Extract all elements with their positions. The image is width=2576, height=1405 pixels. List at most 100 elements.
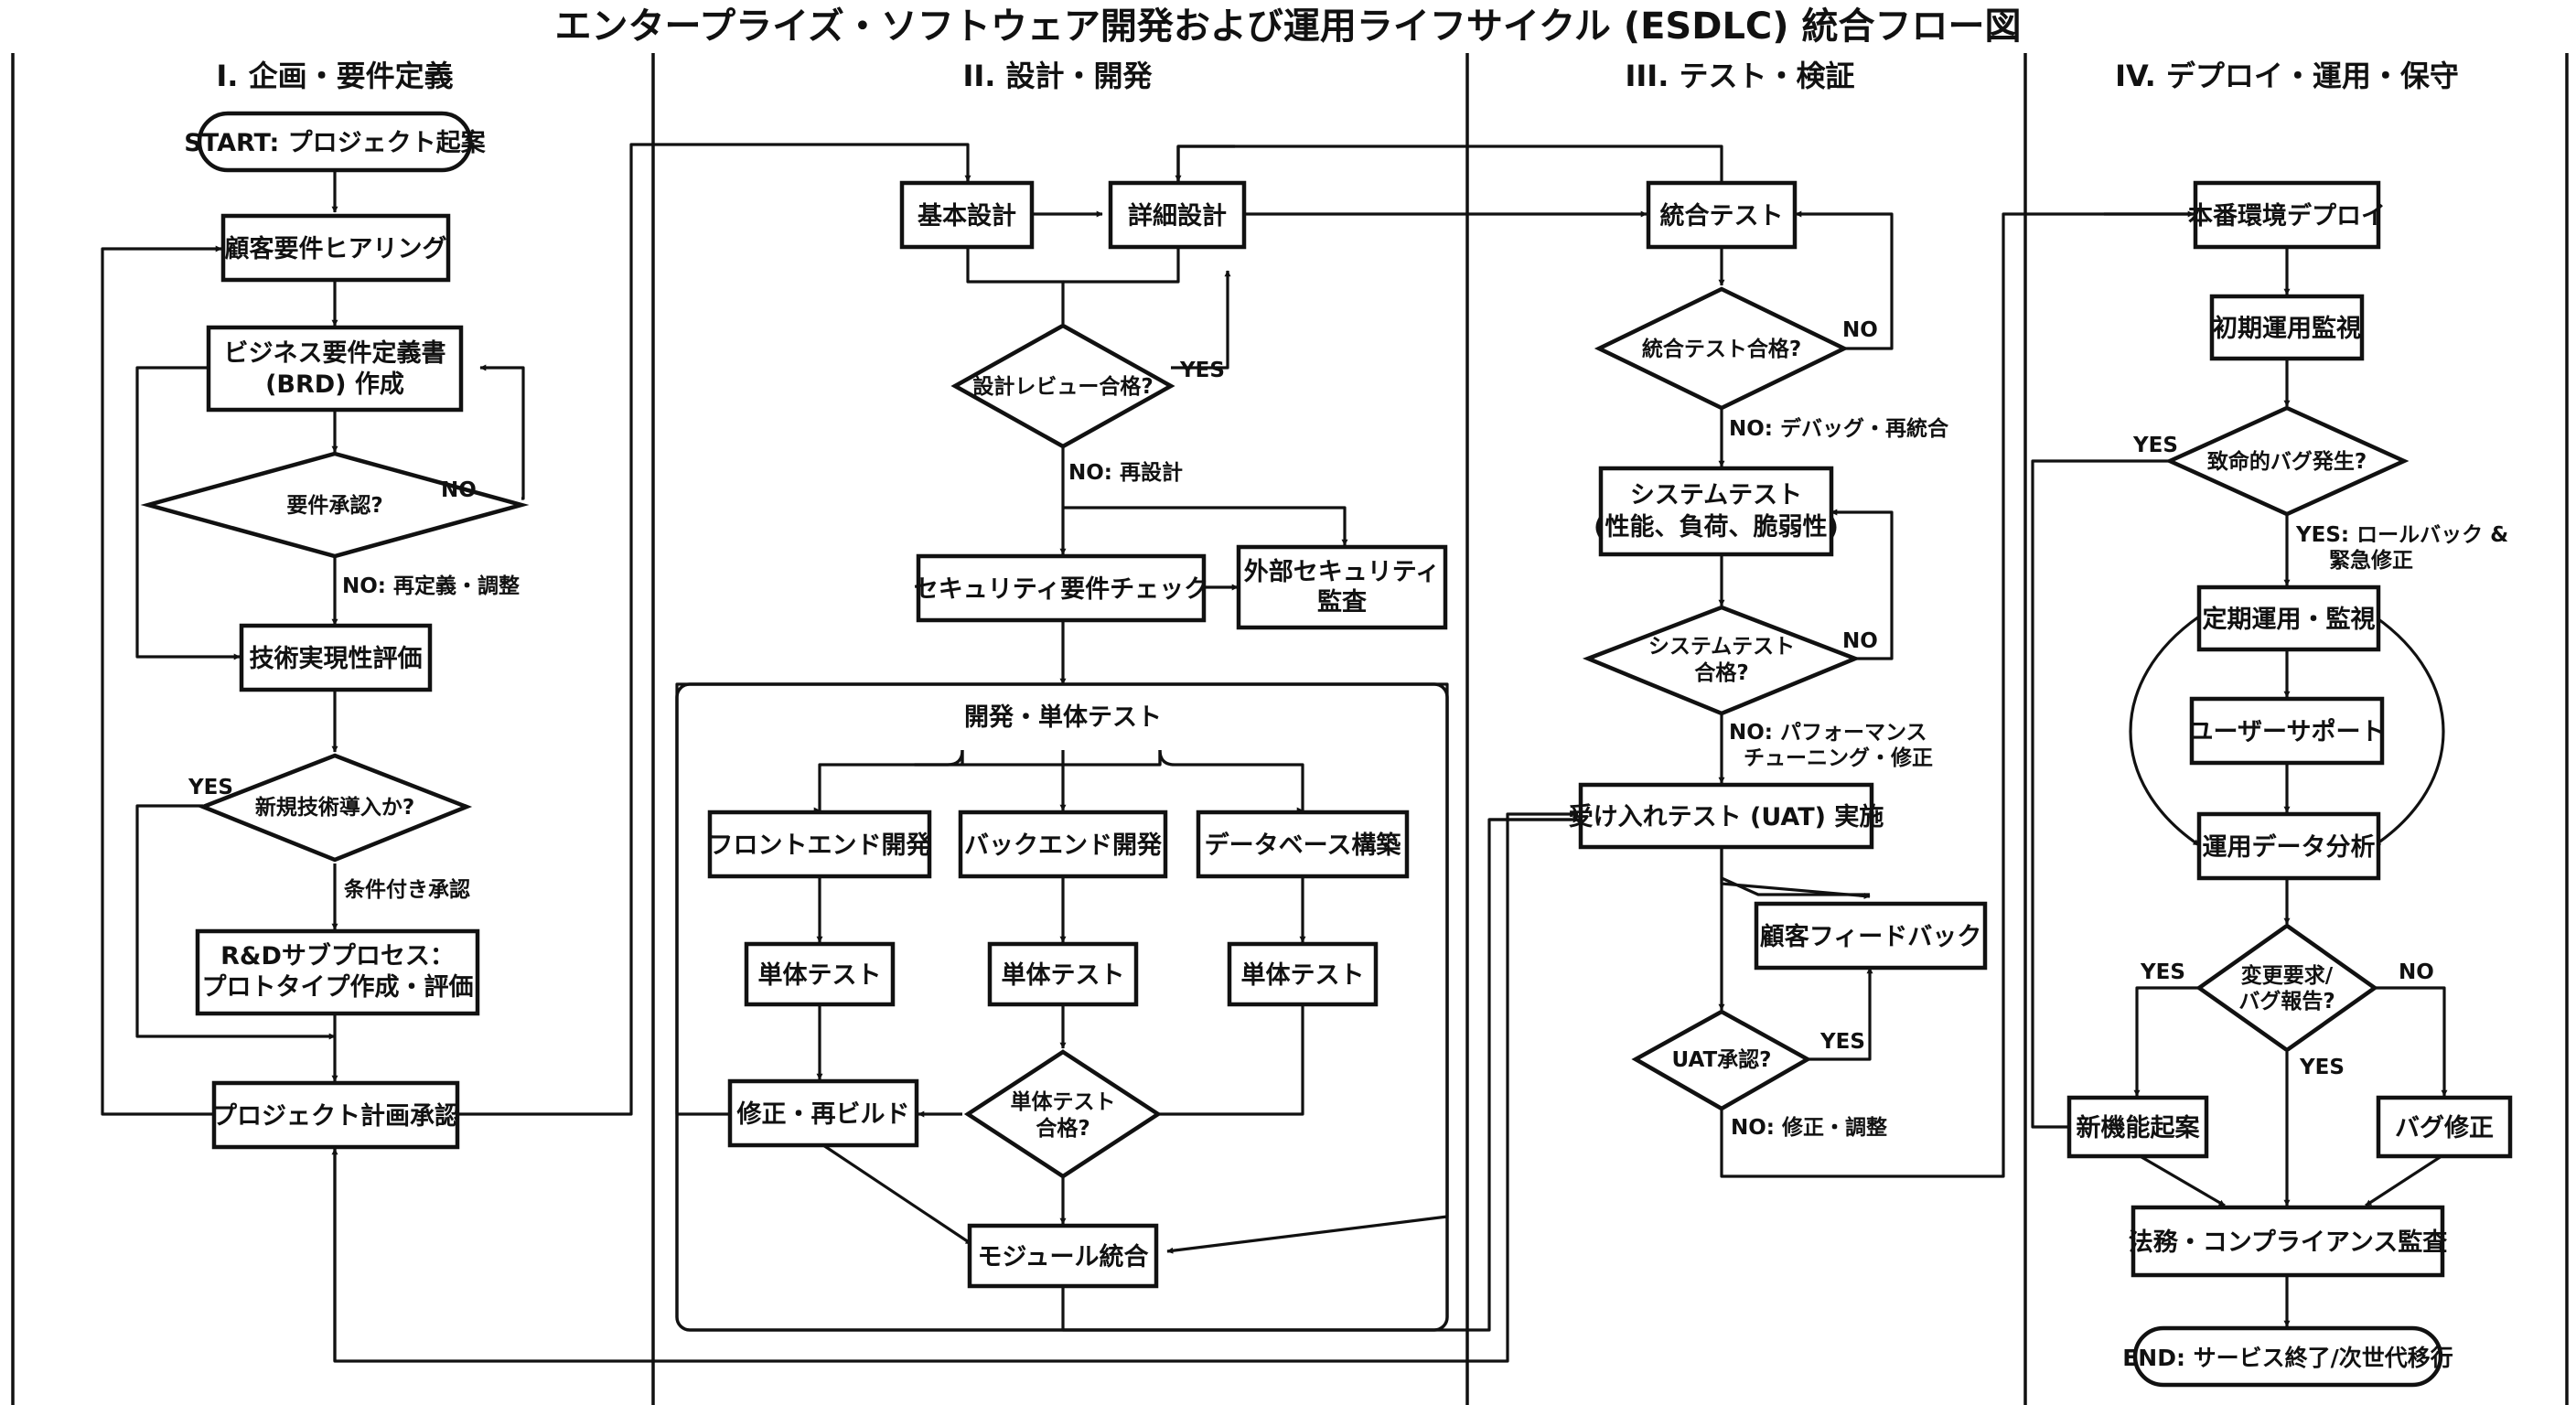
unit-test-frontend-node: 単体テスト xyxy=(744,941,896,1007)
unit-pass-decision: 単体テスト 合格? xyxy=(963,1049,1163,1179)
project-plan-approval-label: プロジェクト計画承認 xyxy=(212,1101,459,1131)
system-pass-label-line1: システムテスト xyxy=(1648,635,1795,659)
fatal-bug-decision: 致命的バグ発生? xyxy=(2164,405,2410,517)
integration-test-node: 統合テスト xyxy=(1646,180,1798,250)
database-build-node: データベース構築 xyxy=(1196,810,1410,879)
integration-pass-decision: 統合テスト合格? xyxy=(1594,286,1850,411)
unit-test-database-node: 単体テスト xyxy=(1227,941,1379,1007)
prod-deploy-node: 本番環境デプロイ xyxy=(2188,180,2386,250)
backend-dev-label: バックエンド開発 xyxy=(964,831,1163,860)
fix-rebuild-node: 修正・再ビルド xyxy=(727,1078,919,1148)
dev-unit-test-group: 開発・単体テスト xyxy=(675,682,1449,1332)
prod-deploy-label: 本番環境デプロイ xyxy=(2188,201,2386,231)
review-no-label: NO: 再設計 xyxy=(1068,460,1183,485)
new-tech-decision: 新規技術導入か? xyxy=(197,753,473,863)
req-no-label: NO xyxy=(441,478,477,502)
system-pass-decision: システムテスト 合格? xyxy=(1582,605,1862,716)
basic-design-label: 基本設計 xyxy=(918,201,1016,231)
change-request-label-line1: 変更要求/ xyxy=(2241,963,2334,988)
dev-group-label: 開発・単体テスト xyxy=(964,702,1162,732)
unit-test-database-label: 単体テスト xyxy=(1241,960,1365,990)
newtech-yes-label: YES xyxy=(188,776,233,799)
project-plan-approval-node: プロジェクト計画承認 xyxy=(211,1080,460,1150)
system-test-label-line1: システムテスト xyxy=(1630,481,1802,509)
bug-fix-node: バグ修正 xyxy=(2376,1095,2513,1159)
security-check-label: セキュリティ要件チェック xyxy=(914,575,1208,604)
backend-dev-node: バックエンド開発 xyxy=(958,810,1168,879)
module-integration-node: モジュール統合 xyxy=(967,1223,1159,1289)
unit-pass-label-line1: 単体テスト xyxy=(1011,1089,1116,1114)
new-feature-label: 新機能起案 xyxy=(2077,1113,2201,1142)
frontend-dev-label: フロントエンド開発 xyxy=(709,831,932,860)
customer-hearing-node: 顧客要件ヒアリング xyxy=(220,213,451,283)
customer-feedback-label: 顧客フィードバック xyxy=(1760,922,1981,951)
system-pass-label-line2: 合格? xyxy=(1694,660,1748,685)
uat-label: 受け入れテスト (UAT) 実施 xyxy=(1569,802,1884,831)
rd-label-line1: R&Dサブプロセス： xyxy=(220,941,455,971)
system-test-label-line2: (性能、負荷、脆弱性) xyxy=(1594,512,1839,542)
basic-design-node: 基本設計 xyxy=(899,180,1035,250)
new-feature-node: 新機能起案 xyxy=(2066,1095,2209,1159)
rd-label-line2: プロトタイプ作成・評価 xyxy=(202,972,474,1002)
integ-no-label: NO xyxy=(1842,318,1878,342)
brd-node: ビジネス要件定義書 (BRD) 作成 xyxy=(206,325,464,413)
uat-node: 受け入れテスト (UAT) 実施 xyxy=(1569,782,1884,850)
change-no-label: NO xyxy=(2399,960,2434,984)
sys-no-perf-label-line2: チューニング・修正 xyxy=(1744,745,1933,770)
regular-ops-node: 定期運用・監視 xyxy=(2196,585,2381,652)
security-check-node: セキュリティ要件チェック xyxy=(914,553,1208,623)
req-no-redo-label: NO: 再定義・調整 xyxy=(342,574,520,598)
ops-analysis-node: 運用データ分析 xyxy=(2196,811,2381,881)
fatal-bug-label: 致命的バグ発生? xyxy=(2207,449,2367,474)
end-label: END: サービス終了/次世代移行 xyxy=(2122,1345,2453,1371)
integration-pass-label: 統合テスト合格? xyxy=(1642,337,1801,361)
fatal-yes-rollback-line2: 緊急修正 xyxy=(2329,548,2413,573)
external-audit-label-line2: 監査 xyxy=(1317,588,1367,617)
unit-test-backend-label: 単体テスト xyxy=(1002,960,1125,990)
design-review-decision: 設計レビュー合格? xyxy=(950,323,1175,449)
lane-header-operations: IV. デプロイ・運用・保守 xyxy=(2115,59,2459,93)
bug-fix-label: バグ修正 xyxy=(2395,1113,2494,1142)
fix-rebuild-label: 修正・再ビルド xyxy=(736,1100,910,1129)
requirement-approval-label: 要件承認? xyxy=(286,493,382,518)
regular-ops-label: 定期運用・監視 xyxy=(2203,605,2376,634)
start-node: START: プロジェクト起案 xyxy=(184,111,487,173)
frontend-dev-node: フロントエンド開発 xyxy=(707,810,932,879)
unit-pass-label-line2: 合格? xyxy=(1036,1116,1089,1141)
tech-feasibility-label: 技術実現性評価 xyxy=(250,644,423,673)
integ-no-debug-label: NO: デバッグ・再統合 xyxy=(1729,416,1949,441)
end-node: END: サービス終了/次世代移行 xyxy=(2122,1325,2453,1388)
sys-no-label: NO xyxy=(1842,629,1878,653)
user-support-label: ユーザーサポート xyxy=(2189,718,2386,746)
fatal-yes-label: YES xyxy=(2132,434,2178,457)
lane-header-design: II. 設計・開発 xyxy=(962,59,1153,93)
brd-label-line1: ビジネス要件定義書 xyxy=(224,338,446,368)
legal-audit-label: 法務・コンプライアンス監査 xyxy=(2129,1228,2448,1257)
rd-subprocess-node: R&Dサブプロセス： プロトタイプ作成・評価 xyxy=(195,928,480,1016)
uat-yes-label: YES xyxy=(1819,1030,1865,1054)
lane-header-planning: I. 企画・要件定義 xyxy=(216,59,453,93)
ops-analysis-label: 運用データ分析 xyxy=(2203,832,2376,862)
uat-no-label: NO: 修正・調整 xyxy=(1731,1115,1887,1140)
change-request-decision: 変更要求/ バグ報告? xyxy=(2195,923,2378,1053)
newtech-cond-label: 条件付き承認 xyxy=(344,877,470,902)
uat-approval-label: UAT承認? xyxy=(1671,1047,1771,1072)
new-tech-label: 新規技術導入か? xyxy=(255,795,414,820)
start-label: START: プロジェクト起案 xyxy=(184,128,486,157)
change-request-label-line2: バグ報告? xyxy=(2238,989,2334,1014)
brd-label-line2: (BRD) 作成 xyxy=(265,370,404,399)
review-yes-label: YES xyxy=(1179,359,1225,382)
uat-approval-decision: UAT承認? xyxy=(1631,1009,1812,1111)
tech-feasibility-node: 技術実現性評価 xyxy=(239,623,433,692)
customer-hearing-label: 顧客要件ヒアリング xyxy=(225,234,447,263)
change-yes-mid-label: YES xyxy=(2299,1056,2345,1079)
sys-no-perf-label-line1: NO: パフォーマンス xyxy=(1729,721,1927,745)
detail-design-label: 詳細設計 xyxy=(1128,201,1227,231)
lane-header-testing: III. テスト・検証 xyxy=(1625,59,1854,93)
diagram-title: エンタープライズ・ソフトウェア開発および運用ライフサイクル (ESDLC) 統合… xyxy=(555,5,2022,48)
module-integration-label: モジュール統合 xyxy=(977,1242,1148,1271)
unit-test-frontend-label: 単体テスト xyxy=(758,960,882,990)
initial-monitor-node: 初期運用監視 xyxy=(2209,294,2365,361)
external-audit-label-line1: 外部セキュリティ xyxy=(1244,557,1440,586)
